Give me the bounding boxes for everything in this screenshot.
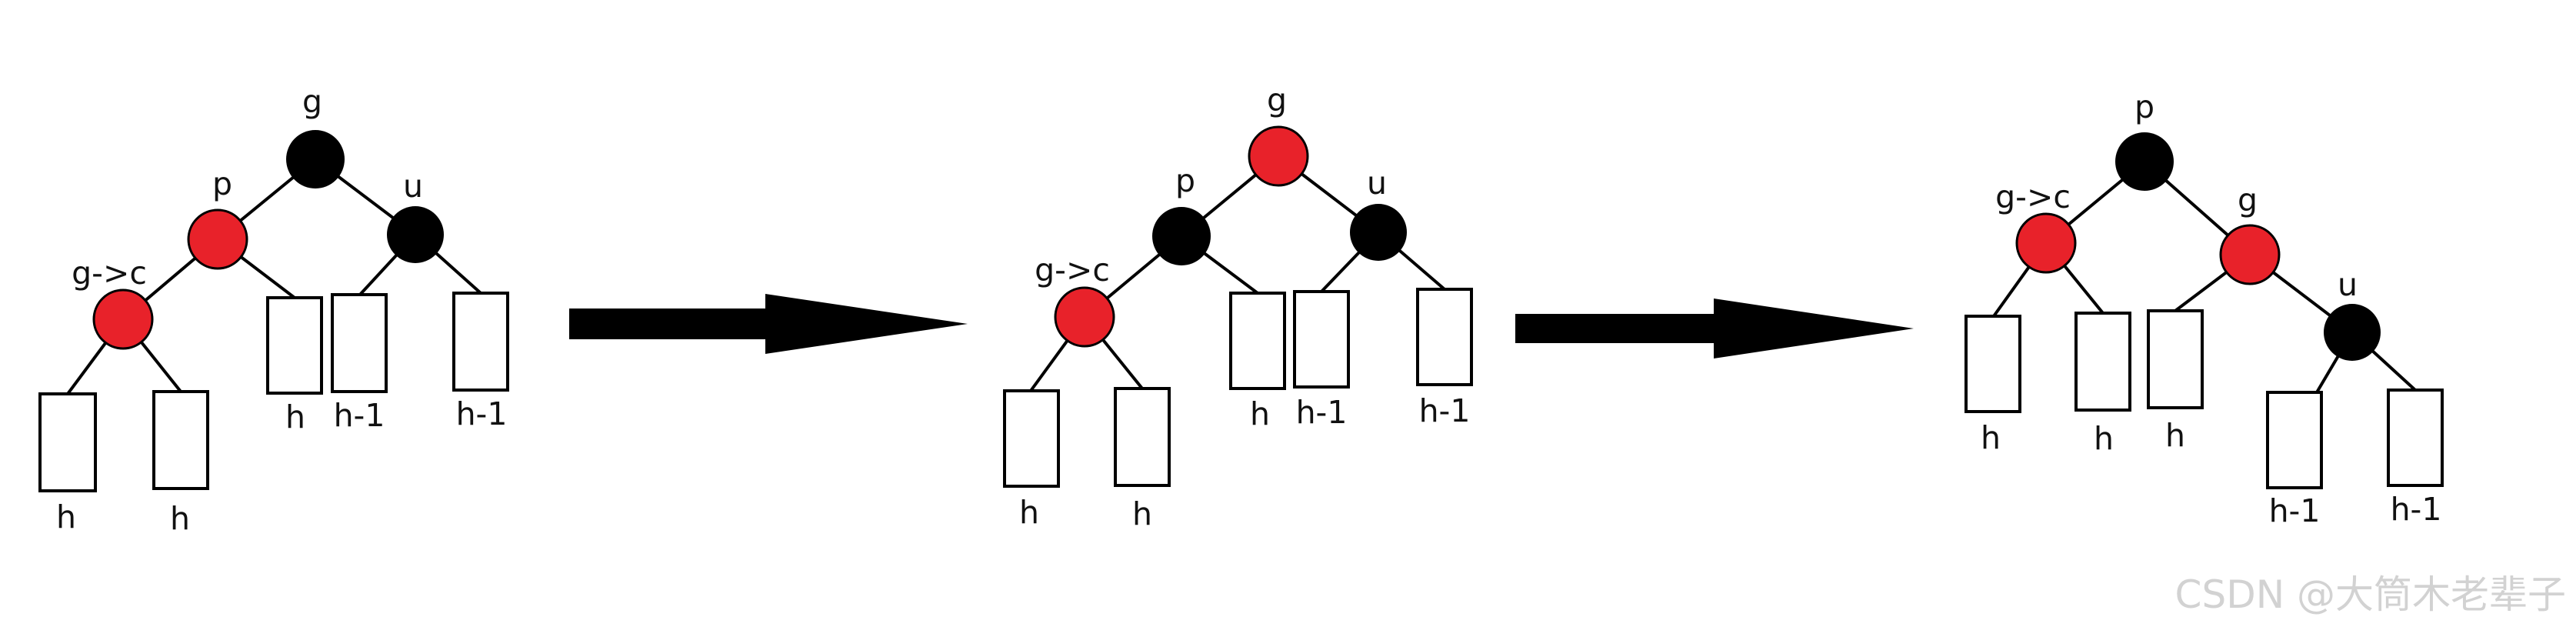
red-node [1248, 125, 1309, 187]
node-label-u: u [403, 168, 423, 205]
node-label-g: g [2238, 182, 2258, 218]
red-node [2219, 224, 2281, 285]
black-node [286, 130, 345, 188]
node-label-c: g->c [1035, 252, 1110, 288]
subtree-box [1964, 315, 2021, 413]
tree-diagram-1: g p u g->c h h h h-1 h-1 [38, 83, 509, 537]
node-label-p: p [2134, 88, 2154, 125]
subtree-label: h-1 [456, 395, 508, 432]
subtree-box [152, 390, 209, 490]
black-node [1152, 207, 1211, 265]
subtree-label: h-1 [1419, 392, 1471, 429]
subtree-box [1416, 288, 1473, 386]
csdn-watermark: CSDN @大筒木老辈子 [2175, 572, 2566, 617]
subtree-box [38, 392, 97, 492]
subtree-label: h [2094, 420, 2114, 457]
black-node [387, 206, 444, 263]
red-node [1054, 286, 1115, 348]
node-label-c: g->c [1995, 178, 2071, 215]
subtree-label: h [1250, 395, 1270, 432]
subtree-box [1293, 290, 1350, 389]
subtree-label: h [1132, 495, 1152, 532]
subtree-label: h [1981, 419, 2001, 456]
subtree-label: h [170, 500, 190, 537]
node-label-p: p [1175, 162, 1195, 199]
subtree-box [266, 296, 323, 395]
tree-diagram-3: p g->c g u h h h h-1 h-1 [1964, 88, 2444, 529]
subtree-label: h-1 [334, 397, 385, 434]
subtree-label: h-1 [2391, 491, 2442, 528]
subtree-box [2266, 391, 2323, 489]
subtree-label: h [285, 399, 305, 435]
node-label-c: g->c [72, 255, 147, 292]
subtree-label: h [1019, 494, 1039, 531]
subtree-box [1114, 387, 1171, 487]
red-node [92, 288, 154, 350]
subtree-box [331, 293, 388, 393]
node-label-g: g [302, 83, 322, 120]
black-node [2324, 304, 2381, 361]
tree-diagram-2: g p u g->c h h h h-1 h-1 [1003, 82, 1473, 532]
subtree-box [2074, 312, 2131, 412]
transition-arrow-2 [1515, 298, 1914, 359]
subtree-label: h-1 [1296, 394, 1348, 431]
subtree-label: h [56, 499, 76, 535]
transition-arrow-1 [569, 294, 968, 354]
subtree-box [1003, 389, 1060, 488]
subtree-label: h-1 [2269, 492, 2321, 529]
subtree-box [452, 292, 509, 392]
node-label-g: g [1267, 82, 1287, 118]
node-label-p: p [212, 165, 232, 202]
subtree-box [1229, 292, 1286, 390]
node-label-u: u [2338, 266, 2358, 303]
black-node [1350, 204, 1407, 261]
node-label-u: u [1367, 165, 1387, 202]
red-node [187, 208, 248, 270]
subtree-label: h [2165, 417, 2185, 454]
red-node [2015, 212, 2077, 274]
subtree-box [2147, 309, 2204, 409]
black-node [2115, 132, 2174, 191]
subtree-box [2387, 389, 2444, 487]
